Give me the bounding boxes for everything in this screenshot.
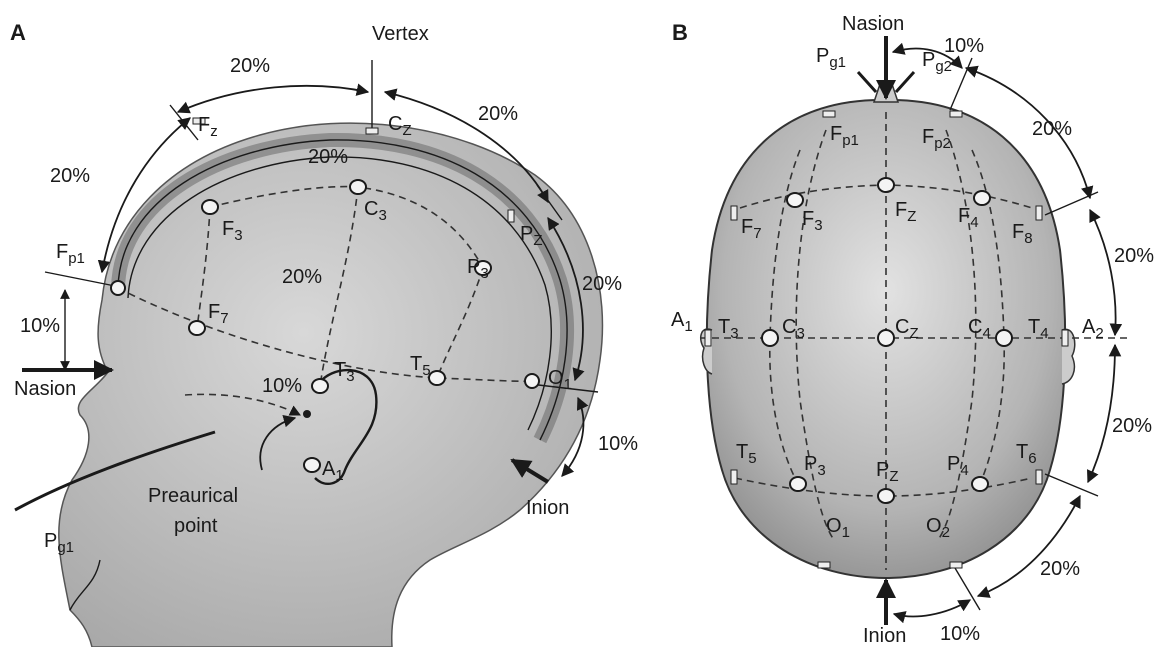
electrode-c4-b bbox=[996, 330, 1012, 346]
t6-marker-b bbox=[1036, 470, 1042, 484]
t3-marker-b bbox=[705, 330, 711, 346]
fp2-marker-b bbox=[950, 111, 962, 117]
pct-left-small: 10% bbox=[20, 315, 60, 337]
electrode-c3-b bbox=[762, 330, 778, 346]
fp1-marker-b bbox=[823, 111, 835, 117]
electrode-fz-b bbox=[878, 178, 894, 192]
pct-inner-top: 20% bbox=[308, 146, 348, 168]
nasion-label-a: Nasion bbox=[14, 378, 76, 400]
f7-marker-b bbox=[731, 206, 737, 220]
pct-b-upper-right: 20% bbox=[1032, 118, 1072, 140]
pct-back: 10% bbox=[598, 433, 638, 455]
pct-inner-mid: 20% bbox=[282, 266, 322, 288]
pct-right: 20% bbox=[582, 273, 622, 295]
electrode-p3-b bbox=[790, 477, 806, 491]
inion-label-b: Inion bbox=[863, 625, 906, 647]
pct-top-right: 20% bbox=[478, 103, 518, 125]
panel-a: A 20% Vertex 20% 20% 20% 20% 20% 10% 10%… bbox=[10, 20, 638, 647]
label-fz-a: Fz bbox=[198, 114, 218, 140]
panel-b: B Nasion Inion 10% 20% 20% 20% 20% 10% P… bbox=[671, 13, 1154, 647]
panel-b-label: B bbox=[672, 20, 688, 45]
pct-b-bottom: 10% bbox=[940, 623, 980, 645]
f8-marker-b bbox=[1036, 206, 1042, 220]
label-fp1-a: Fp1 bbox=[56, 241, 85, 267]
electrode-t3 bbox=[312, 379, 328, 393]
pct-b-right-lower: 20% bbox=[1112, 415, 1152, 437]
preauricular-label-2: point bbox=[174, 515, 218, 537]
electrode-f3 bbox=[202, 200, 218, 214]
panel-a-label: A bbox=[10, 20, 26, 45]
arc-b-bottom bbox=[894, 600, 970, 616]
electrode-p4-b bbox=[972, 477, 988, 491]
electrode-fp1 bbox=[111, 281, 125, 295]
pg1-arrow-b bbox=[858, 72, 876, 92]
arc-fz-cz bbox=[178, 86, 368, 112]
label-pg1-b: Pg1 bbox=[816, 45, 846, 71]
pct-b-bottom-right: 20% bbox=[1040, 558, 1080, 580]
pct-b-top: 10% bbox=[944, 35, 984, 57]
electrode-f7 bbox=[189, 321, 205, 335]
t5-marker-b bbox=[731, 470, 737, 484]
t4-marker-b bbox=[1062, 330, 1068, 346]
electrode-f3-b bbox=[787, 193, 803, 207]
electrode-o1 bbox=[525, 374, 539, 388]
arc-b-right-lower bbox=[1088, 345, 1115, 482]
pg2-arrow-b bbox=[896, 72, 914, 92]
tick-o2-b bbox=[955, 568, 980, 610]
pct-ear: 10% bbox=[262, 375, 302, 397]
pct-left: 20% bbox=[50, 165, 90, 187]
label-a1-b: A1 bbox=[671, 309, 693, 335]
nasion-label-b: Nasion bbox=[842, 13, 904, 35]
preauricular-point-dot bbox=[303, 410, 311, 418]
electrode-c3 bbox=[350, 180, 366, 194]
pz-marker-box bbox=[508, 210, 514, 222]
vertex-label: Vertex bbox=[372, 23, 429, 45]
o1-marker-b bbox=[818, 562, 830, 568]
inion-label-a: Inion bbox=[526, 497, 569, 519]
electrode-cz-b bbox=[878, 330, 894, 346]
electrode-t5 bbox=[429, 371, 445, 385]
preauricular-label-1: Preaurical bbox=[148, 485, 238, 507]
electrode-pz-b bbox=[878, 489, 894, 503]
o2-marker-b bbox=[950, 562, 962, 568]
pct-top-left: 20% bbox=[230, 55, 270, 77]
electrode-f4-b bbox=[974, 191, 990, 205]
electrode-a1 bbox=[304, 458, 320, 472]
pct-b-right-mid: 20% bbox=[1114, 245, 1154, 267]
cz-marker-box bbox=[366, 128, 378, 134]
